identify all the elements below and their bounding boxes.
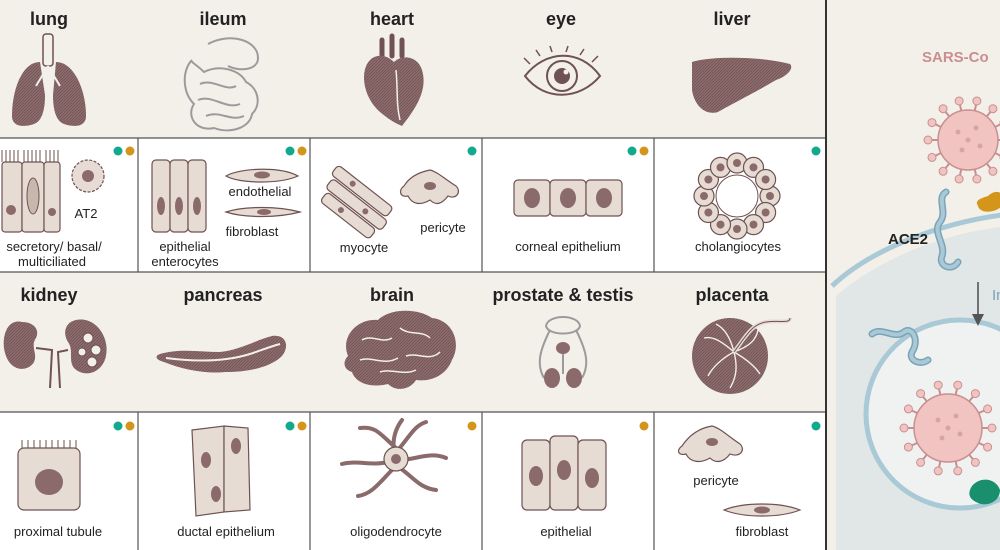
virus-label: SARS-Co xyxy=(922,49,989,66)
cell-label-prostate-epithelial: epithelial xyxy=(540,524,591,539)
cell-label-fibroblast-placenta: fibroblast xyxy=(736,524,789,539)
at2-cell-icon xyxy=(71,159,105,193)
kidney-icon xyxy=(3,319,107,389)
marker-dot-kidney-teal xyxy=(113,421,123,431)
liver-icon xyxy=(692,57,792,113)
marker-dot-heart-teal xyxy=(467,146,477,156)
fibroblast-cell-icon xyxy=(224,206,303,218)
cell-label-corneal-epithelium: corneal epithelium xyxy=(515,239,621,254)
cell-label-endothelial: endothelial xyxy=(229,184,292,199)
cell-label-pericyte-placenta: pericyte xyxy=(693,473,739,488)
virus-particle-endosome-icon xyxy=(899,380,997,476)
pancreas-icon xyxy=(156,335,287,373)
marker-dot-eye-orange xyxy=(639,146,649,156)
organ-label-lung: lung xyxy=(30,9,68,29)
cell-dividers xyxy=(137,138,655,550)
cell-label-pericyte-heart: pericyte xyxy=(420,220,466,235)
cell-label-oligodendrocyte: oligodendrocyte xyxy=(350,524,442,539)
cell-label-at2: AT2 xyxy=(75,206,98,221)
marker-dot-lung-orange xyxy=(125,146,135,156)
cell-label-lung-epi-2: multiciliated xyxy=(18,254,86,269)
fibroblast-icon-placenta xyxy=(722,503,802,517)
marker-dot-liver-teal xyxy=(811,146,821,156)
protease-endosome-icon xyxy=(969,479,1000,505)
pericyte-icon-heart xyxy=(399,169,460,205)
cell-label-ileum-epi-1: epithelial xyxy=(159,239,210,254)
endothelial-cell-icon xyxy=(224,168,300,183)
brain-icon xyxy=(344,310,456,389)
lung-epithelium-icon xyxy=(1,150,61,233)
marker-dot-brain-orange xyxy=(467,421,477,431)
marker-dot-kidney-orange xyxy=(125,421,135,431)
marker-dot-ileum-orange xyxy=(297,146,307,156)
organ-label-pancreas: pancreas xyxy=(183,285,262,305)
cholangiocytes-icon xyxy=(693,152,781,240)
cell-label-fibroblast: fibroblast xyxy=(226,224,279,239)
ace2-receptor-endosome-icon xyxy=(868,327,932,366)
pericyte-icon-placenta xyxy=(677,425,743,463)
heart-icon xyxy=(364,33,424,126)
marker-dot-pancreas-orange xyxy=(297,421,307,431)
tmprss2-protease-icon xyxy=(977,191,1000,212)
oligodendrocyte-icon xyxy=(340,418,448,498)
cell-label-lung-epi-1: secretory/ basal/ xyxy=(6,239,102,254)
lung-icon xyxy=(12,33,86,126)
organ-label-liver: liver xyxy=(713,9,750,29)
placenta-icon xyxy=(692,317,792,394)
marker-dot-pancreas-teal xyxy=(285,421,295,431)
cell-label-cholangiocytes: cholangiocytes xyxy=(695,239,781,254)
corneal-epithelium-icon xyxy=(513,179,623,217)
prostate-testis-icon xyxy=(538,316,588,388)
ace2-label: ACE2 xyxy=(888,231,928,248)
organ-label-heart: heart xyxy=(370,9,414,29)
organ-label-brain: brain xyxy=(370,285,414,305)
myocyte-icon xyxy=(320,165,393,239)
organ-label-ileum: ileum xyxy=(199,9,246,29)
enterocytes-icon xyxy=(151,159,207,233)
entry-label: In xyxy=(992,287,1000,304)
marker-dot-ileum-teal xyxy=(285,146,295,156)
organ-label-placenta: placenta xyxy=(695,285,769,305)
ace2-receptor-icon xyxy=(934,188,962,271)
cell-label-ductal-epithelium: ductal epithelium xyxy=(177,524,275,539)
organ-label-prostate-testis: prostate & testis xyxy=(492,285,633,305)
proximal-tubule-icon xyxy=(17,440,81,511)
marker-dots xyxy=(113,146,821,431)
cell-label-ileum-epi-2: enterocytes xyxy=(151,254,219,269)
virus-particle-icon xyxy=(923,96,1000,184)
marker-dot-eye-teal xyxy=(627,146,637,156)
cell-label-myocyte: myocyte xyxy=(340,240,388,255)
cell-label-proximal-tubule: proximal tubule xyxy=(14,524,102,539)
ileum-icon xyxy=(183,37,260,132)
prostate-epithelial-icon xyxy=(521,435,607,511)
ductal-epithelium-icon xyxy=(191,425,251,517)
eye-icon xyxy=(523,45,602,96)
marker-dot-lung-teal xyxy=(113,146,123,156)
marker-dot-placenta-teal xyxy=(811,421,821,431)
organ-label-kidney: kidney xyxy=(20,285,77,305)
entry-arrow-icon xyxy=(972,282,984,326)
marker-dot-prostate-orange xyxy=(639,421,649,431)
organ-label-eye: eye xyxy=(546,9,576,29)
